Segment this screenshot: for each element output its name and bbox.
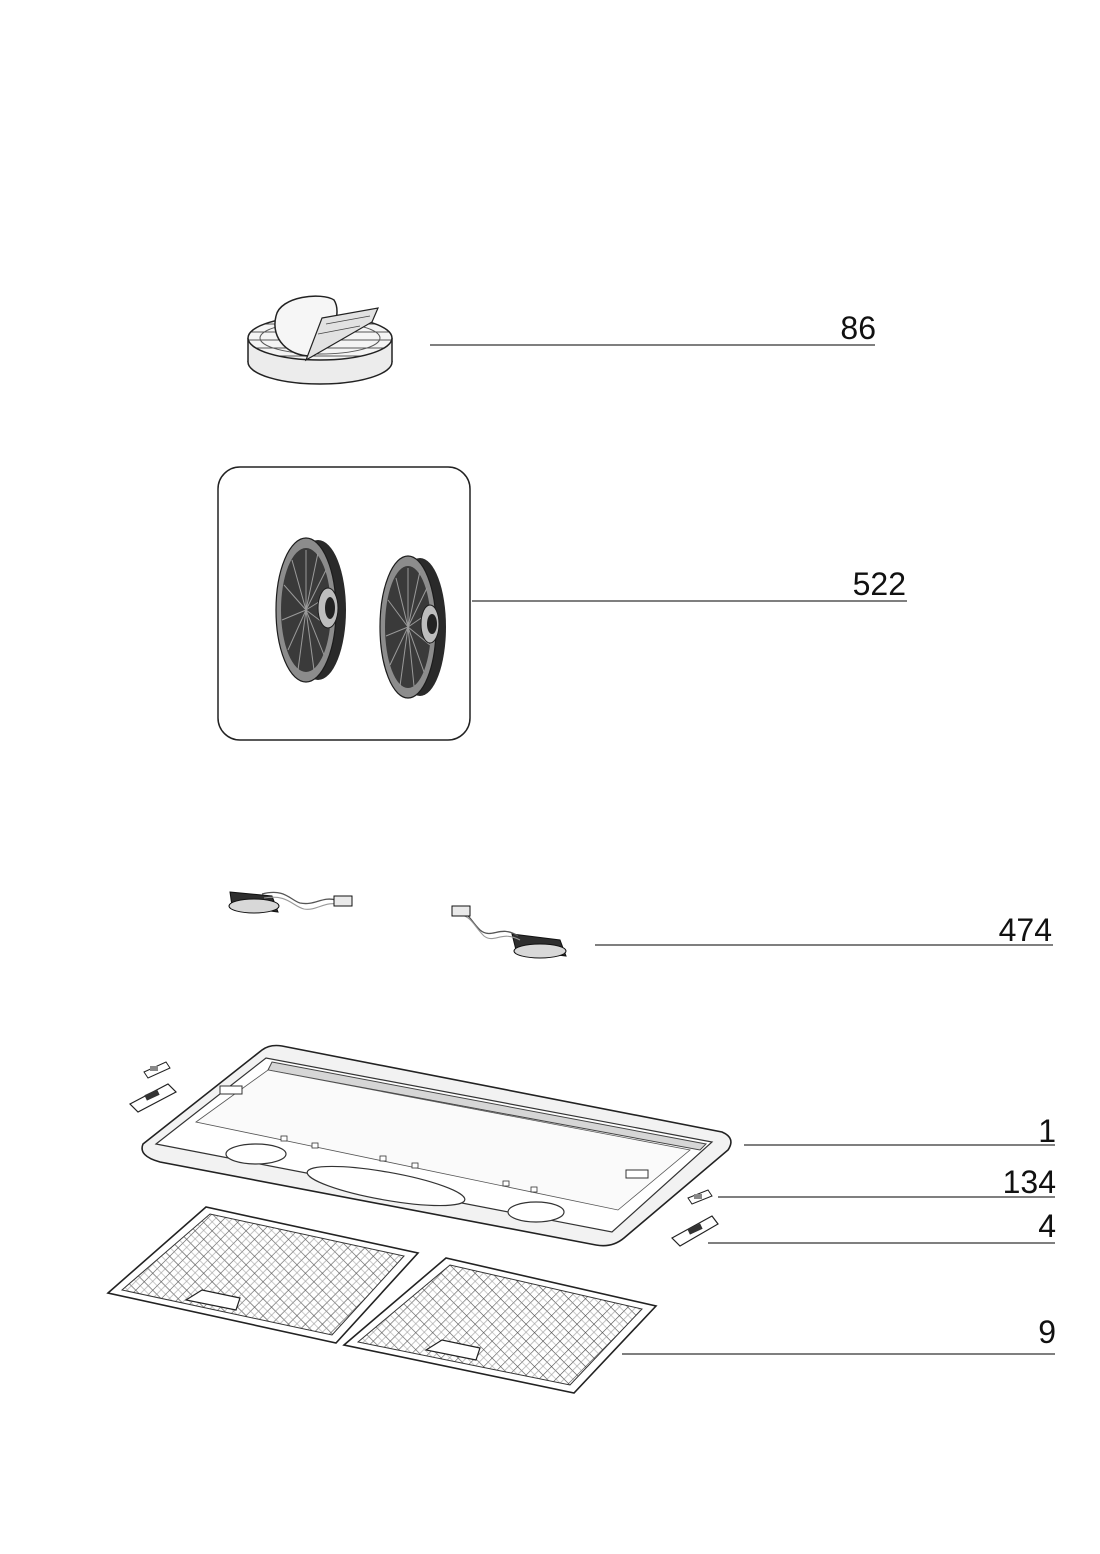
part-9-grease-filters [106, 1206, 658, 1394]
callout-4: 4 [1038, 1208, 1056, 1244]
callout-134: 134 [1002, 1164, 1056, 1200]
part-522-carbon-filters [217, 466, 471, 741]
part-4-brackets [128, 1083, 719, 1247]
callout-474: 474 [998, 912, 1052, 948]
part-1-hood-body [141, 1044, 732, 1247]
callout-9: 9 [1038, 1314, 1056, 1350]
part-86-damper [247, 295, 393, 385]
callout-522: 522 [852, 566, 906, 602]
callout-86: 86 [840, 310, 876, 346]
part-134-clips [143, 1061, 713, 1205]
part-474-lamps [228, 891, 567, 959]
callout-1: 1 [1038, 1113, 1056, 1149]
